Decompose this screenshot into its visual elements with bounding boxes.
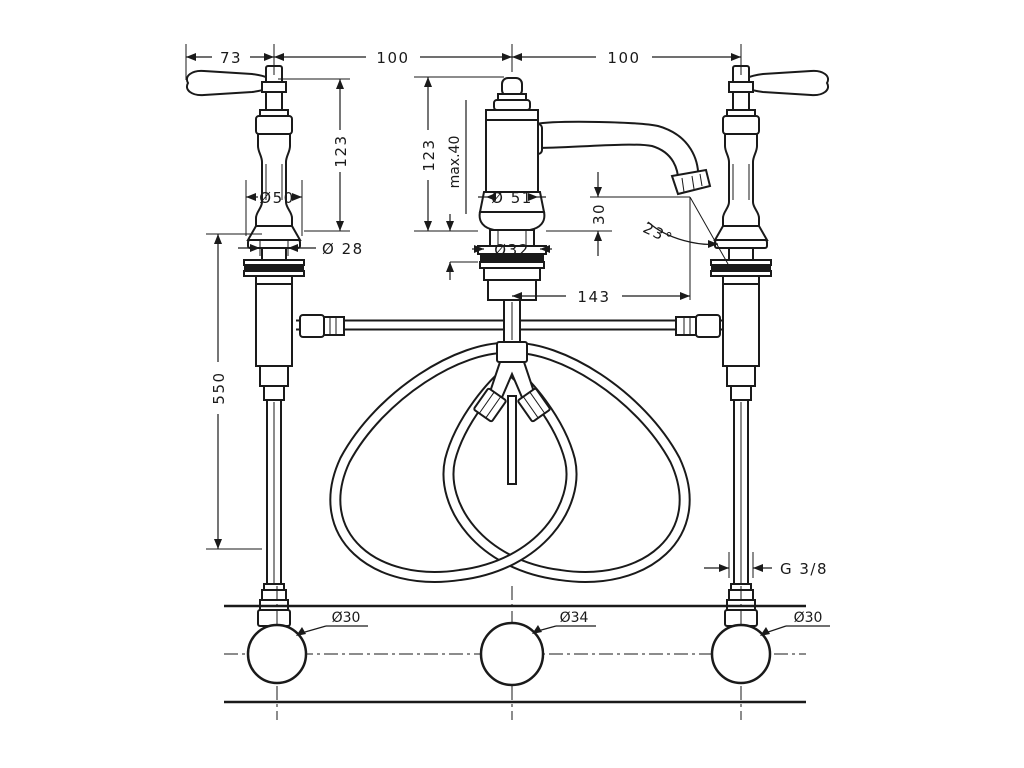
dim-handle-offset: 73: [220, 49, 242, 67]
braided-hoses: [329, 341, 691, 583]
dim-supply-length: 550: [210, 371, 228, 404]
dim-spout-height: 123: [420, 138, 438, 171]
right-mounting-hole: [710, 623, 772, 685]
hole-plan: Ø30 Ø34 Ø30: [224, 586, 830, 720]
dim-outlet-height: 30: [590, 203, 608, 225]
left-valve: [185, 65, 305, 627]
hole-left-label: Ø30: [332, 610, 361, 626]
dim-valve-shank-diameter: Ø 28: [322, 240, 364, 258]
dim-spout-reach: 143: [577, 288, 610, 306]
dim-outlet-angle: 23°: [640, 219, 676, 248]
dim-connection-thread: G 3/8: [780, 560, 828, 578]
dim-valve-height: 123: [332, 134, 350, 167]
dimension-lines: [185, 44, 772, 578]
center-mounting-hole: [479, 621, 545, 687]
dim-valve-diameter: Ø50: [259, 189, 294, 207]
hole-right-label: Ø30: [794, 610, 823, 626]
dim-max-thickness: max.40: [447, 136, 463, 189]
dim-spout-shank-diameter: Ø32: [494, 241, 529, 259]
dim-spacing-left: 100: [376, 49, 409, 67]
hole-center-label: Ø34: [560, 610, 589, 626]
right-valve: [710, 65, 830, 627]
dim-spout-base-diameter: Ø 51: [491, 189, 533, 207]
spout: [477, 77, 712, 301]
left-mounting-hole: [246, 623, 308, 685]
dim-spacing-right: 100: [607, 49, 640, 67]
